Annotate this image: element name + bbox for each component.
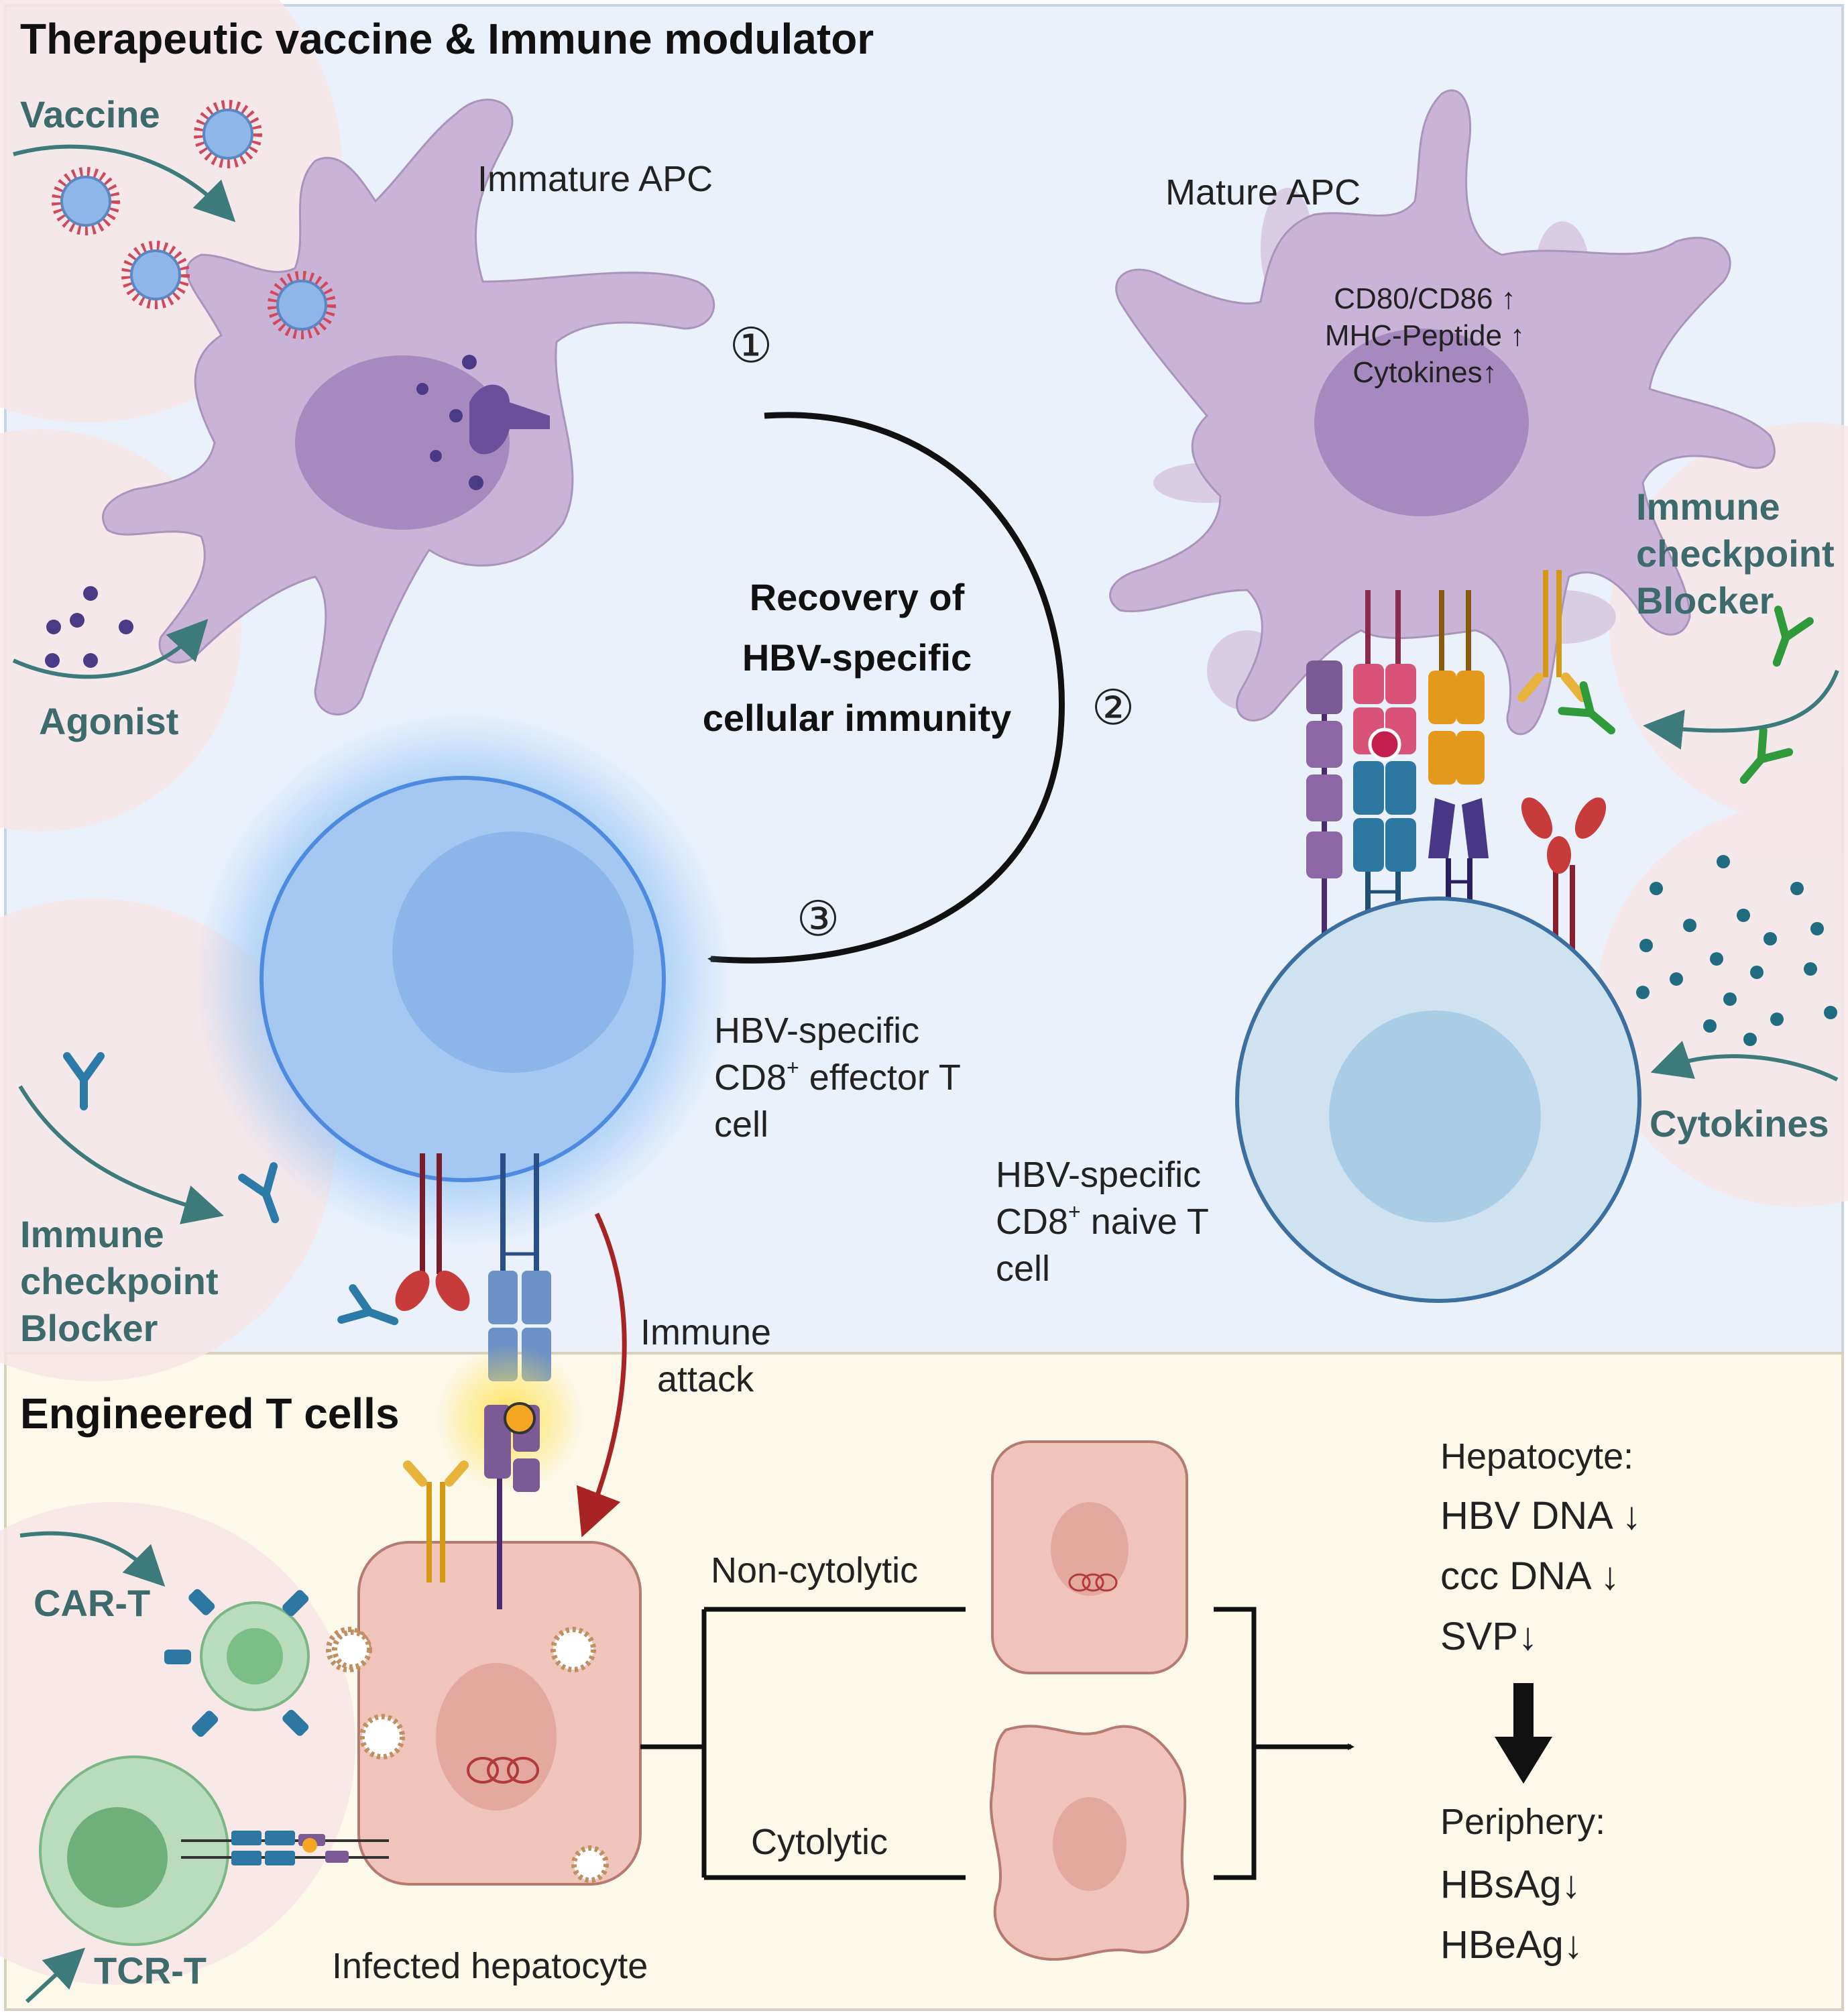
mature-apc-marker-1: CD80/CD86 ↑: [1334, 282, 1515, 315]
cycle-step-1: ①: [730, 319, 773, 373]
left-checkpoint-label-1: Immune: [20, 1213, 164, 1255]
car-t-cell: [164, 1589, 372, 1737]
effector-t-label-2: CD8+ effector T: [714, 1055, 961, 1098]
top-panel-title: Therapeutic vaccine & Immune modulator: [20, 15, 874, 63]
cycle-center-line-2: HBV-specific: [742, 636, 972, 679]
right-checkpoint-label-1: Immune: [1636, 485, 1780, 528]
effector-t-suffix: effector T: [799, 1057, 961, 1098]
cured-hepatocyte: [991, 1440, 1188, 1674]
effector-t-label-1: HBV-specific: [714, 1011, 919, 1051]
vaccine-label: Vaccine: [20, 93, 160, 135]
immune-attack-label-2: attack: [657, 1359, 754, 1399]
periphery-outcome-item-1: HBsAg↓: [1440, 1863, 1581, 1906]
naive-t-superscript: +: [1068, 1200, 1081, 1224]
naive-t-label-2: CD8+ naive T: [996, 1200, 1209, 1242]
infected-hepatocyte-label: Infected hepatocyte: [332, 1946, 648, 1986]
naive-t-cell: [1235, 897, 1641, 1303]
mature-apc: Mature APC CD80/CD86 ↑ MHC-Peptide ↑ Cyt…: [1109, 89, 1776, 736]
bottom-panel-title: Engineered T cells: [20, 1389, 400, 1438]
naive-t-label-1: HBV-specific: [996, 1155, 1201, 1195]
cycle-step-2: ②: [1092, 681, 1135, 735]
agonist-molecules: [45, 586, 133, 668]
hepatocyte-outcome-item-2: ccc DNA ↓: [1440, 1554, 1620, 1598]
naive-t-label-3: cell: [996, 1249, 1050, 1289]
naive-t-suffix: naive T: [1081, 1202, 1209, 1242]
car-t-label: CAR-T: [34, 1582, 150, 1624]
left-checkpoint-arrow: [18, 1085, 224, 1224]
right-checkpoint-arrow: [1643, 669, 1839, 750]
right-checkpoint-label-2: checkpoint: [1636, 532, 1835, 575]
non-cytolytic-label: Non-cytolytic: [711, 1550, 918, 1591]
effector-t-cell: [194, 711, 731, 1247]
cycle-step-3: ③: [797, 893, 840, 946]
hepatocyte-outcome-item-3: SVP↓: [1440, 1615, 1538, 1658]
tcr-t-cell: [39, 1755, 389, 1946]
immune-attack-label-1: Immune: [640, 1312, 771, 1352]
cytokine-arrow: [1650, 1041, 1839, 1082]
effector-t-label-3: cell: [714, 1104, 768, 1145]
hepatocyte-outcome-label: Hepatocyte:: [1440, 1436, 1633, 1477]
mature-apc-label: Mature APC: [1165, 172, 1361, 213]
mature-apc-marker-3: Cytokines↑: [1352, 356, 1497, 389]
outcome-down-arrow: [1495, 1683, 1552, 1784]
vaccine-arrow: [13, 144, 236, 223]
vaccine-particles: [52, 100, 336, 339]
agonist-label: Agonist: [39, 700, 178, 742]
effector-t-cd8: CD8: [714, 1057, 787, 1098]
cytokine-dots: [1636, 855, 1837, 1046]
cycle-center-line-1: Recovery of: [750, 576, 965, 618]
mature-apc-marker-2: MHC-Peptide ↑: [1325, 319, 1525, 352]
effector-t-superscript: +: [787, 1055, 799, 1080]
right-checkpoint-antibodies: [1558, 606, 1814, 784]
infected-hepatocyte: [326, 1344, 642, 1886]
periphery-outcome-label: Periphery:: [1440, 1802, 1605, 1842]
agonist-arrow: [12, 618, 209, 679]
naive-t-cd8: CD8: [996, 1202, 1068, 1242]
immune-attack-arrow: [576, 1212, 627, 1538]
recovery-cycle-arrow: [707, 412, 1065, 964]
cytolytic-label: Cytolytic: [751, 1822, 888, 1862]
left-checkpoint-label-3: Blocker: [20, 1307, 158, 1349]
left-checkpoint-label-2: checkpoint: [20, 1260, 219, 1302]
car-t-arrow: [19, 1531, 166, 1587]
periphery-outcome-item-2: HBeAg↓: [1440, 1923, 1583, 1967]
tcr-t-arrow: [25, 1947, 86, 2004]
left-checkpoint-antibodies: [63, 1052, 399, 1326]
tcr-t-label: TCR-T: [94, 1949, 207, 1992]
lysed-hepatocyte: [989, 1725, 1190, 1961]
right-checkpoint-label-3: Blocker: [1636, 579, 1774, 622]
immature-apc: Immature APC: [102, 99, 715, 715]
hepatocyte-outcome-item-1: HBV DNA ↓: [1440, 1494, 1641, 1538]
cytokines-label: Cytokines: [1650, 1102, 1829, 1145]
immature-apc-label: Immature APC: [477, 159, 713, 199]
apc-t-receptor-complex: [1306, 570, 1607, 966]
cycle-center-line-3: cellular immunity: [703, 697, 1012, 739]
